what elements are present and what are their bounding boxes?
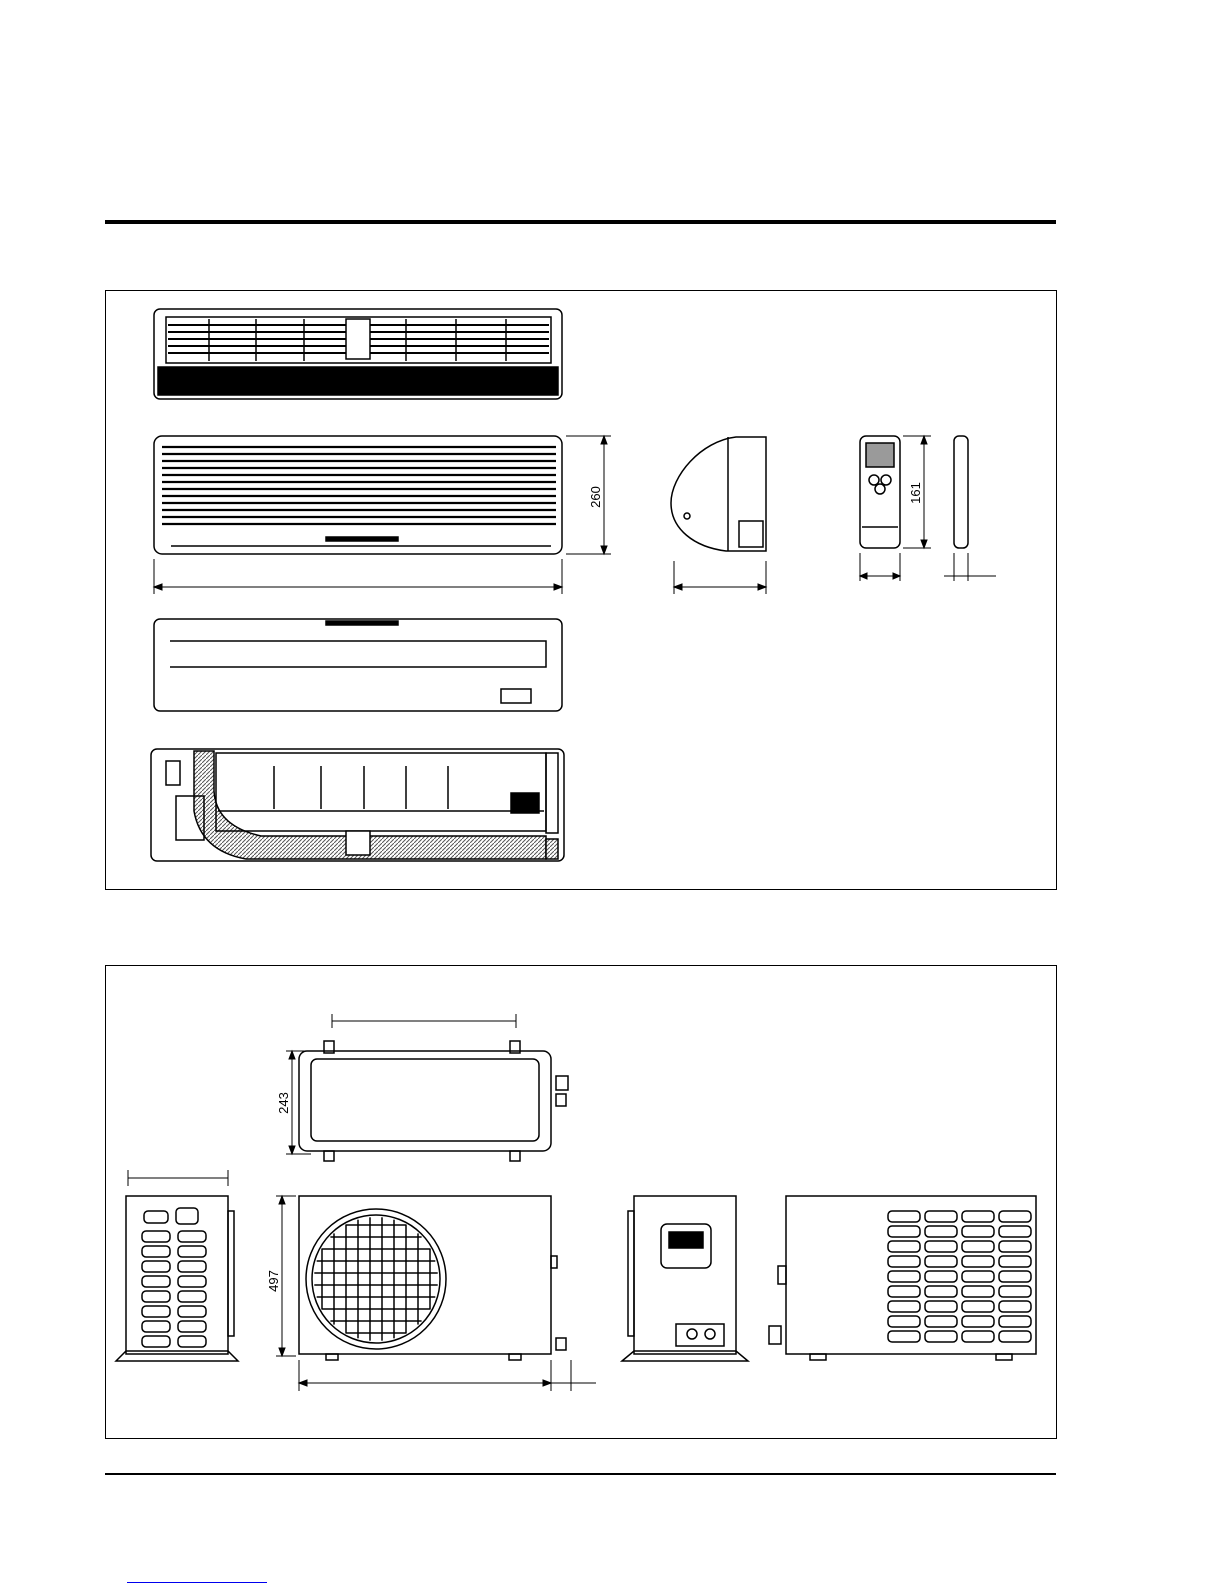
grille-slot: [962, 1286, 994, 1297]
grille-slot: [888, 1256, 920, 1267]
grille-slot: [142, 1306, 170, 1317]
outdoor-unit-top-view: [299, 1041, 568, 1161]
grille-slot: [999, 1226, 1031, 1237]
outdoor-unit-front-view: [299, 1196, 566, 1360]
grille-slot: [178, 1246, 206, 1257]
grille-slot: [925, 1256, 957, 1267]
grille-slot: [999, 1256, 1031, 1267]
grille-slot: [142, 1291, 170, 1302]
outdoor-left-depth-dimension: [128, 1170, 228, 1186]
grille-slot: [142, 1276, 170, 1287]
indoor-unit-side-view: [671, 437, 766, 551]
grille-slot: [142, 1336, 170, 1347]
top-rule: [105, 220, 1056, 224]
grille-slot: [888, 1241, 920, 1252]
indoor-unit-front-view: [154, 436, 562, 554]
grille-slot: [888, 1226, 920, 1237]
grille-slot: [925, 1301, 957, 1312]
grille-slot: [178, 1306, 206, 1317]
indoor-unit-top-view: [154, 309, 562, 399]
grille-slot: [999, 1301, 1031, 1312]
grille-slot: [999, 1286, 1031, 1297]
outdoor-width-dimension: [299, 1360, 596, 1391]
indoor-unit-rear-view: [151, 749, 564, 861]
remote-height-label: 161: [908, 482, 923, 504]
grille-slot: [962, 1316, 994, 1327]
grille-slot: [178, 1231, 206, 1242]
bottom-rule: [105, 1473, 1056, 1475]
grille-slot: [999, 1271, 1031, 1282]
grille-slot: [888, 1211, 920, 1222]
grille-slot: [142, 1231, 170, 1242]
grille-slot: [999, 1211, 1031, 1222]
grille-slot: [178, 1261, 206, 1272]
grille-slot: [142, 1246, 170, 1257]
grille-slot: [962, 1241, 994, 1252]
grille-slot: [999, 1316, 1031, 1327]
grille-slot: [962, 1301, 994, 1312]
grille-slot: [925, 1316, 957, 1327]
outdoor-unit-right-view: [622, 1196, 748, 1361]
outdoor-unit-left-view: [116, 1196, 238, 1361]
grille-slot: [142, 1261, 170, 1272]
grille-slot: [142, 1321, 170, 1332]
outdoor-height-label: 497: [266, 1270, 281, 1292]
outdoor-left-grille: [142, 1231, 206, 1347]
grille-slot: [999, 1241, 1031, 1252]
grille-slot: [925, 1211, 957, 1222]
indoor-unit-drawing: 260 161: [106, 291, 1056, 889]
outdoor-unit-panel: 243 497: [105, 965, 1057, 1439]
indoor-width-dimension: [154, 559, 562, 594]
grille-slot: [962, 1226, 994, 1237]
outdoor-unit-rear-view: [769, 1196, 1036, 1360]
fan-guard-grid: [314, 1217, 437, 1340]
grille-slot: [888, 1271, 920, 1282]
outdoor-rear-grille: [888, 1211, 1031, 1342]
indoor-depth-dimension: [674, 561, 766, 594]
outdoor-unit-drawing: 243 497: [106, 966, 1056, 1438]
grille-slot: [962, 1331, 994, 1342]
grille-slot: [888, 1316, 920, 1327]
grille-slot: [888, 1286, 920, 1297]
grille-slot: [178, 1321, 206, 1332]
indoor-unit-bottom-view: [154, 619, 562, 711]
grille-slot: [888, 1331, 920, 1342]
indoor-height-label: 260: [588, 486, 603, 508]
grille-slot: [925, 1241, 957, 1252]
grille-slot: [925, 1271, 957, 1282]
indoor-unit-panel: 260 161: [105, 290, 1057, 890]
outdoor-width-dimension-top: [332, 1014, 516, 1028]
grille-slot: [178, 1276, 206, 1287]
grille-slot: [178, 1336, 206, 1347]
grille-slot: [925, 1286, 957, 1297]
footer-underline: [127, 1582, 267, 1583]
grille-slot: [925, 1331, 957, 1342]
grille-slot: [178, 1291, 206, 1302]
outdoor-depth-label: 243: [276, 1092, 291, 1114]
grille-slot: [925, 1226, 957, 1237]
grille-slot: [962, 1256, 994, 1267]
grille-slot: [962, 1211, 994, 1222]
grille-slot: [962, 1271, 994, 1282]
grille-slot: [888, 1301, 920, 1312]
grille-slot: [999, 1331, 1031, 1342]
